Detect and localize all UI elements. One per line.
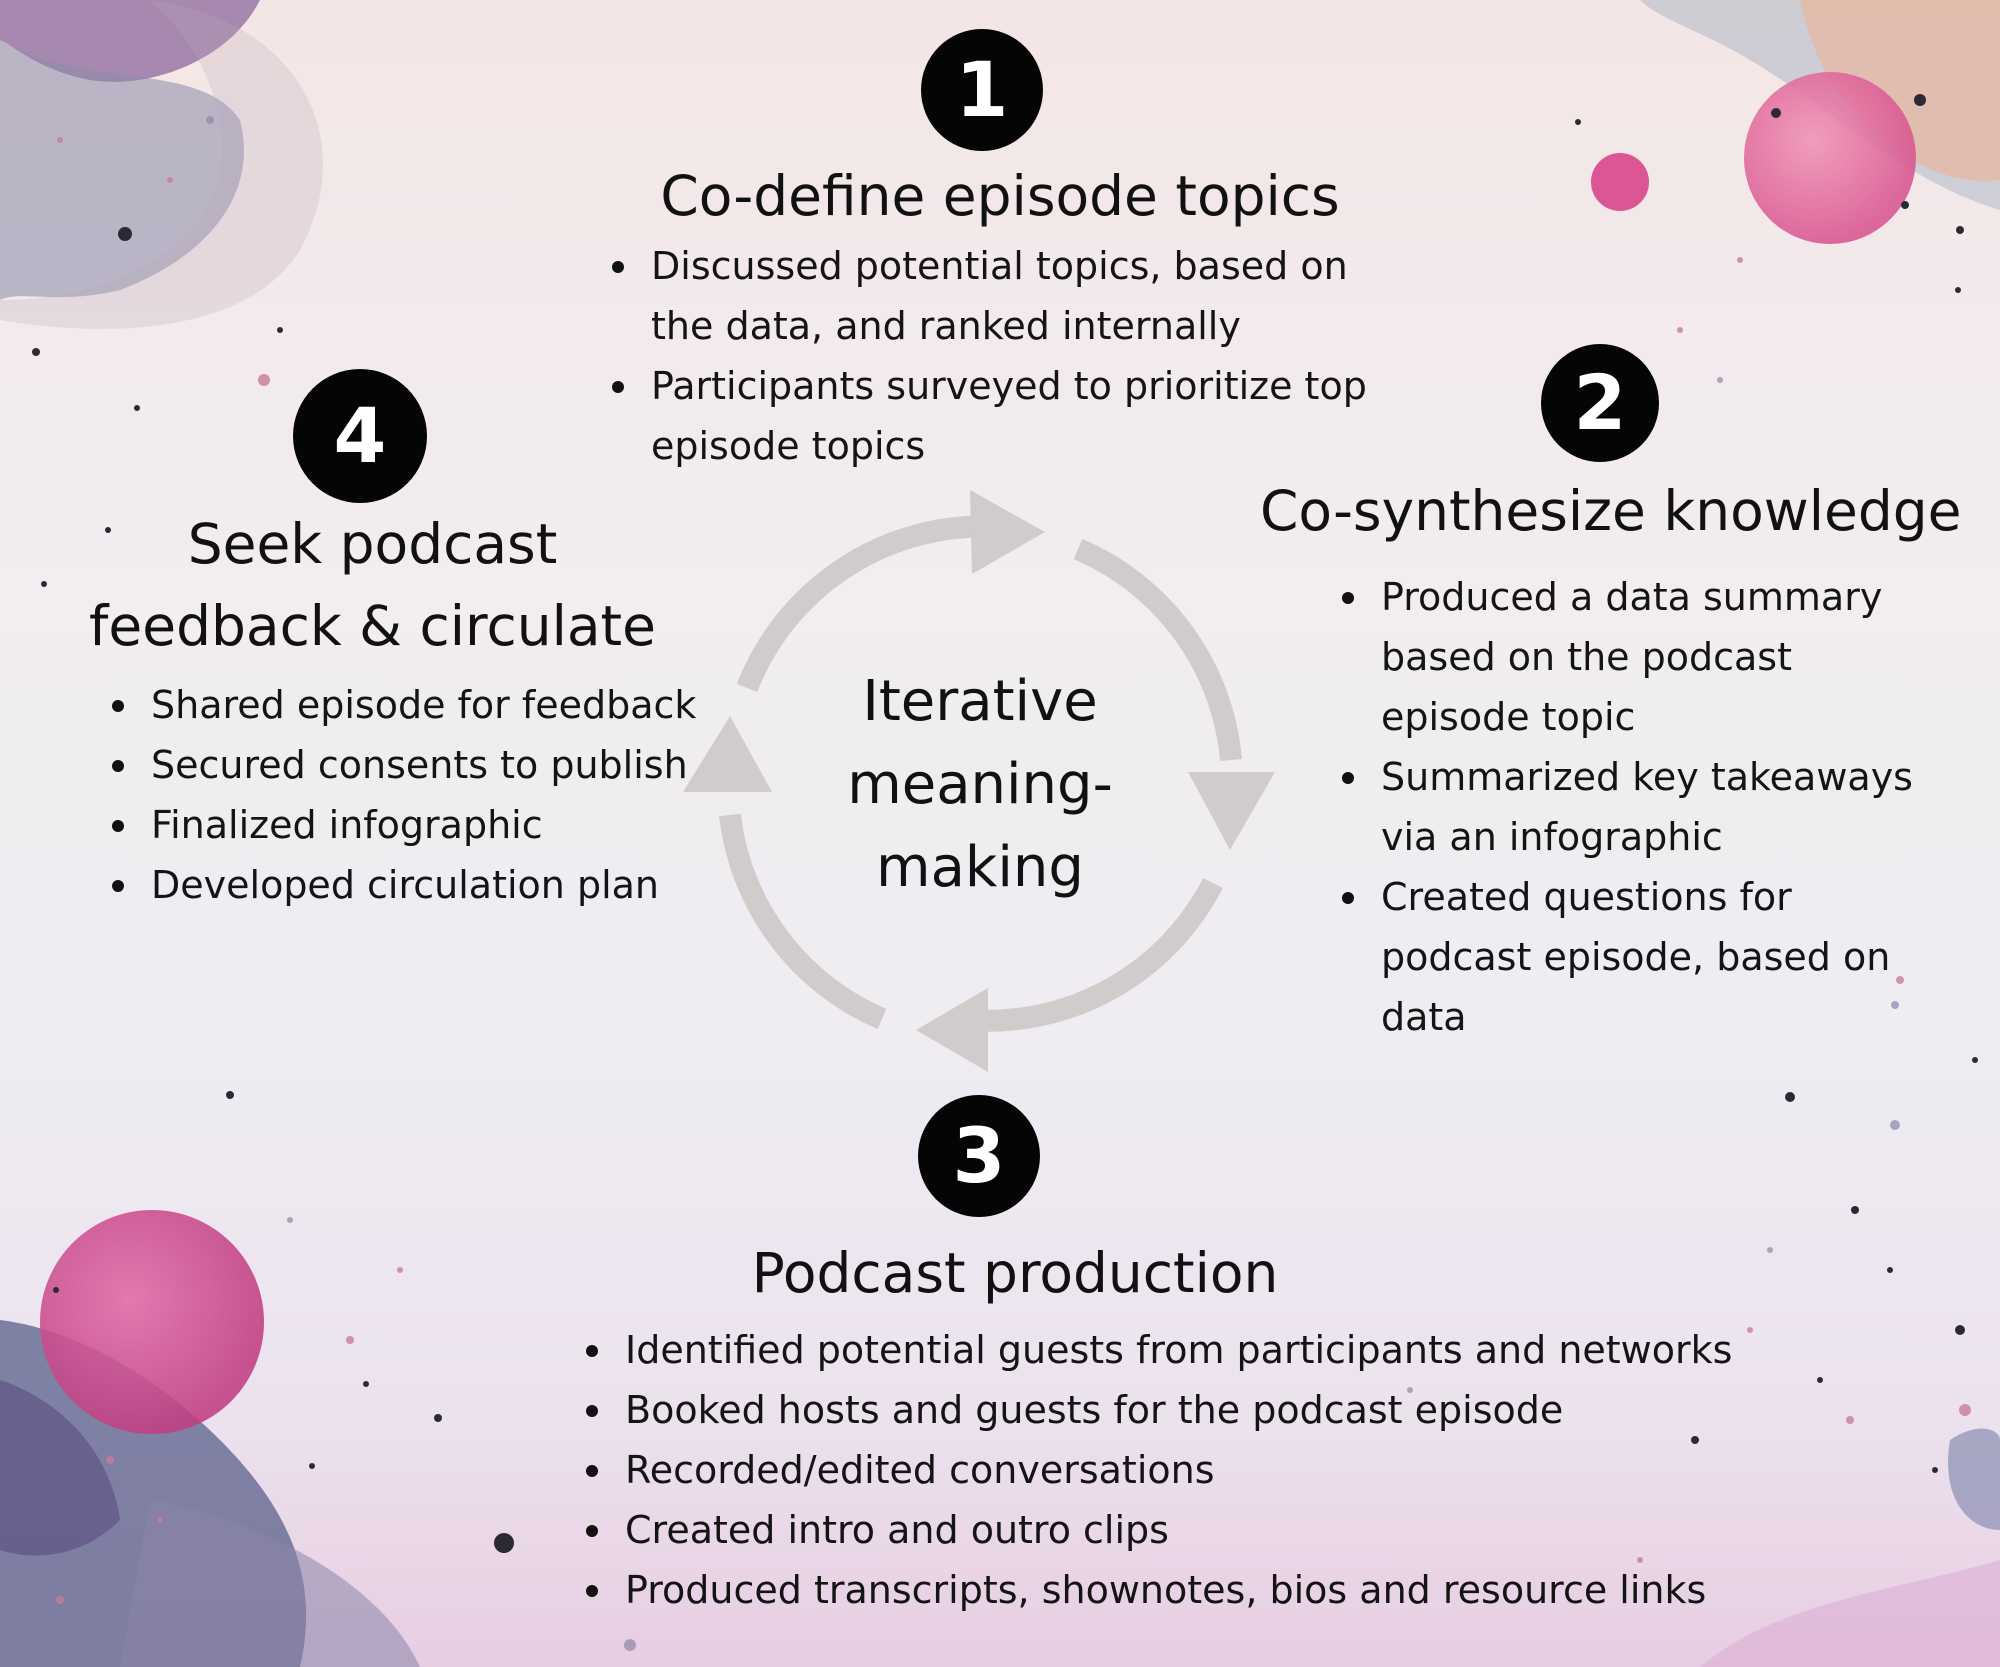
arc-top-left	[736, 515, 999, 692]
step-3-item: Recorded/edited conversations	[580, 1440, 1780, 1500]
step-1-title: Co-define episode topics	[660, 164, 1340, 228]
step-2-item: Summarized key takeaways via an infograp…	[1336, 747, 1936, 867]
step-4-item: Developed circulation plan	[106, 855, 706, 915]
step-1-badge: 1	[921, 29, 1043, 151]
step-3-item: Booked hosts and guests for the podcast …	[580, 1380, 1780, 1440]
step-2-badge: 2	[1541, 344, 1659, 462]
step-2-title: Co-synthesize knowledge	[1260, 479, 1962, 543]
arc-top-right	[1073, 538, 1242, 761]
step-4-list: Shared episode for feedback Secured cons…	[106, 675, 706, 915]
step-4-item: Secured consents to publish	[106, 735, 706, 795]
center-label-line-3: making	[876, 835, 1084, 900]
step-1-list: Discussed potential topics, based on the…	[606, 236, 1396, 476]
step-3-item: Produced transcripts, shownotes, bios an…	[580, 1560, 1780, 1620]
arrowhead-right	[1188, 772, 1275, 850]
arc-bottom-right	[967, 877, 1223, 1032]
step-2-list: Produced a data summary based on the pod…	[1336, 567, 1936, 1047]
step-2-item: Produced a data summary based on the pod…	[1336, 567, 1936, 747]
arrowhead-bottom	[916, 988, 988, 1072]
step-3-list: Identified potential guests from partici…	[580, 1320, 1780, 1620]
step-3-title: Podcast production	[751, 1241, 1279, 1305]
step-3-item: Created intro and outro clips	[580, 1500, 1780, 1560]
step-3-item: Identified potential guests from partici…	[580, 1320, 1780, 1380]
arrowhead-top	[970, 490, 1045, 574]
arrowhead-left	[683, 716, 772, 792]
step-1-item: Discussed potential topics, based on the…	[606, 236, 1396, 356]
center-label-line-1: Iterative	[862, 669, 1098, 734]
center-label-line-2: meaning-	[847, 752, 1113, 817]
step-2-item: Created questions for podcast episode, b…	[1336, 867, 1936, 1047]
step-4-title-line-1: Seek podcast	[187, 512, 558, 576]
step-4-title-line-2: feedback & circulate	[89, 594, 656, 658]
step-4-badge: 4	[293, 369, 427, 503]
step-4-item: Shared episode for feedback	[106, 675, 706, 735]
step-3-badge: 3	[918, 1095, 1040, 1217]
arc-bottom-left	[719, 813, 887, 1030]
step-4-title: Seek podcast feedback & circulate	[80, 503, 665, 667]
step-4-item: Finalized infographic	[106, 795, 706, 855]
center-label: Iterative meaning- making	[820, 660, 1140, 909]
step-1-item: Participants surveyed to prioritize top …	[606, 356, 1396, 476]
